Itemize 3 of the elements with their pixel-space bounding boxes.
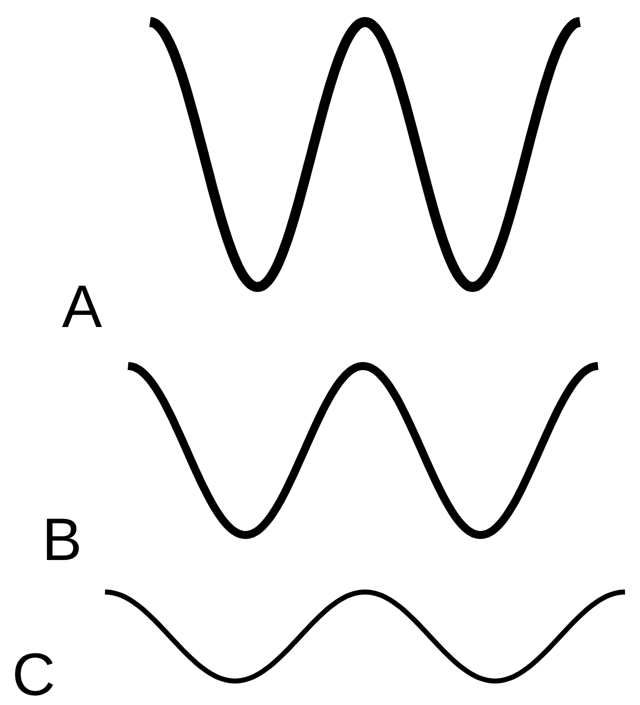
wave-letter: B [42, 510, 82, 570]
wave-letter: A [62, 277, 102, 337]
wave-letter: C [12, 645, 56, 705]
